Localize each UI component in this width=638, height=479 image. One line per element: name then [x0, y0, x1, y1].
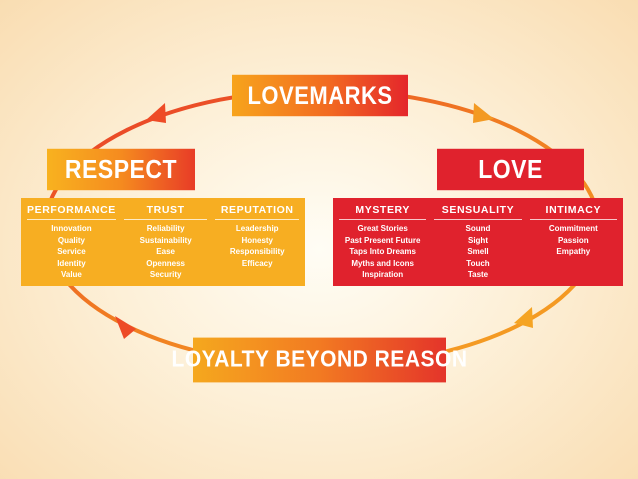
trust-column: TRUST Reliability Sustainability Ease Op… — [120, 204, 212, 286]
respect-banner: RESPECT — [47, 148, 195, 191]
lovemarks-banner: LOVEMARKS — [232, 74, 408, 117]
list-item: Past Present Future — [344, 235, 421, 245]
list-item: Sound — [465, 224, 491, 233]
sensuality-column: SENSUALITY Sound Sight Smell Touch Taste — [430, 204, 525, 286]
list-item: Openness — [146, 258, 185, 268]
list-item: Smell — [467, 247, 489, 257]
list-item: Reliability — [146, 224, 185, 233]
list-item: Taste — [467, 270, 489, 280]
list-item: Sight — [467, 235, 488, 245]
list-item: Ease — [156, 247, 175, 257]
love-banner: LOVE — [437, 148, 584, 191]
reputation-column: REPUTATION Leadership Honesty Responsibi… — [211, 204, 303, 286]
list-item: Identity — [57, 258, 86, 268]
arrow-top-right-icon — [473, 103, 494, 123]
list-item: Passion — [557, 235, 589, 245]
column-title: INTIMACY — [529, 204, 617, 220]
column-title: TRUST — [123, 204, 208, 220]
column-items: Reliability Sustainability Ease Openness… — [124, 223, 208, 281]
list-item: Leadership — [235, 224, 279, 233]
arrow-bottom-right-icon — [514, 307, 533, 328]
arrow-top-left-icon — [146, 103, 166, 123]
list-item: Security — [149, 270, 182, 280]
respect-panel: PERFORMANCE Innovation Quality Service I… — [21, 198, 305, 286]
column-title: MYSTERY — [339, 204, 427, 220]
list-item: Empathy — [556, 247, 591, 257]
column-title: PERFORMANCE — [27, 204, 116, 220]
column-title: SENSUALITY — [434, 204, 522, 220]
column-items: Sound Sight Smell Touch Taste — [434, 223, 521, 281]
list-item: Efficacy — [241, 258, 273, 268]
intimacy-column: INTIMACY Commitment Passion Empathy — [526, 204, 621, 286]
love-panel: MYSTERY Great Stories Past Present Futur… — [333, 198, 623, 286]
arrow-bottom-left-icon — [115, 316, 136, 339]
list-item: Responsibility — [229, 247, 285, 257]
list-item: Service — [57, 247, 86, 257]
column-items: Commitment Passion Empathy — [530, 223, 617, 258]
column-items: Leadership Honesty Responsibility Effica… — [215, 223, 299, 269]
loyalty-banner: LOYALTY BEYOND REASON — [172, 337, 467, 383]
list-item: Value — [60, 270, 82, 280]
list-item: Commitment — [548, 224, 598, 233]
list-item: Honesty — [241, 235, 273, 245]
column-items: Innovation Quality Service Identity Valu… — [27, 223, 116, 281]
list-item: Innovation — [51, 224, 92, 233]
list-item: Quality — [57, 235, 85, 245]
list-item: Sustainability — [139, 235, 192, 245]
column-items: Great Stories Past Present Future Taps I… — [339, 223, 426, 281]
column-title: REPUTATION — [215, 204, 300, 220]
list-item: Myths and Icons — [351, 258, 414, 268]
list-item: Great Stories — [357, 224, 408, 233]
mystery-column: MYSTERY Great Stories Past Present Futur… — [335, 204, 430, 286]
list-item: Inspiration — [362, 270, 404, 280]
performance-column: PERFORMANCE Innovation Quality Service I… — [23, 204, 120, 286]
list-item: Touch — [466, 258, 490, 268]
list-item: Taps Into Dreams — [349, 247, 416, 257]
